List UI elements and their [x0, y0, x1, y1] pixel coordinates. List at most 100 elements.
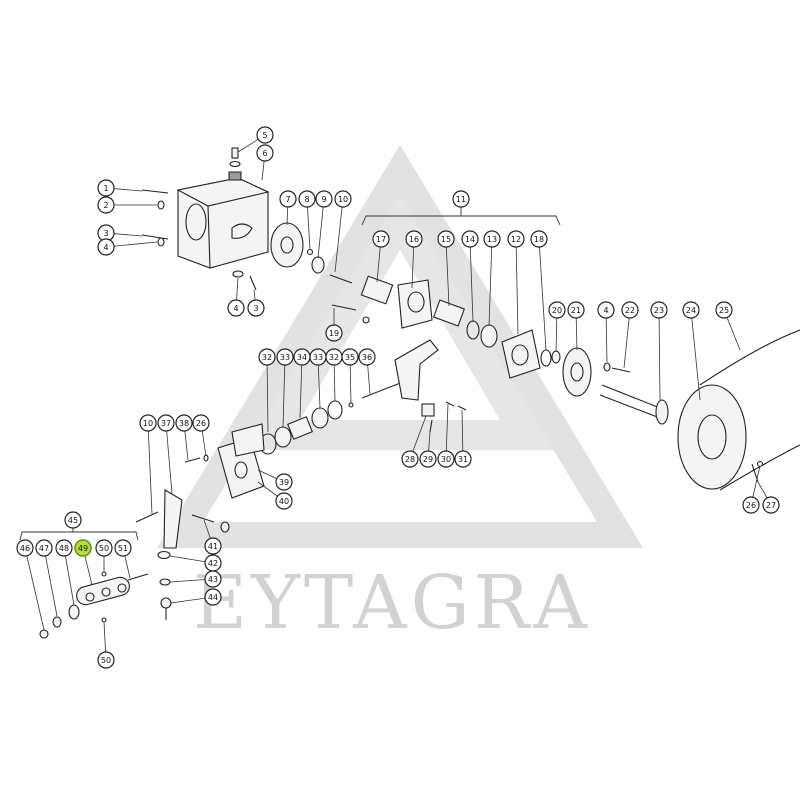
- callout-circle: [97, 179, 115, 197]
- callout-number: 19: [329, 329, 339, 338]
- bearing-flange-21-hole: [570, 362, 584, 382]
- callout-37: 37: [157, 414, 175, 432]
- flange-assembly: [270, 222, 353, 284]
- callout-circle: [256, 126, 274, 144]
- bearing-34: [287, 416, 313, 440]
- callout-number: 26: [196, 419, 206, 428]
- callout-25: 25: [715, 301, 733, 319]
- bolt-22: [611, 367, 631, 373]
- chain-roller-b: [101, 587, 111, 597]
- callout-circle: [114, 539, 132, 557]
- housing-bore: [185, 203, 207, 241]
- callout-6: 6: [256, 144, 274, 162]
- callout-number: 10: [338, 195, 348, 204]
- callout-17: 17: [372, 230, 390, 248]
- washer-33b: [311, 407, 329, 429]
- callout-circle: [256, 144, 274, 162]
- bearing-block: [217, 423, 265, 499]
- callout-1: 1: [97, 179, 115, 197]
- callout-circle: [258, 348, 276, 366]
- callout-number: 37: [161, 419, 171, 428]
- callout-number: 30: [441, 455, 451, 464]
- bolt-41: [191, 514, 215, 523]
- callout-4: 4: [597, 301, 615, 319]
- callout-39: 39: [275, 473, 293, 491]
- lever-37: [163, 489, 183, 549]
- cover-12-hole: [511, 344, 529, 366]
- callout-42: 42: [204, 554, 222, 572]
- callout-number: 6: [262, 149, 267, 158]
- leader-line-23: [658, 309, 661, 401]
- callout-circle: [315, 190, 333, 208]
- chain-roller-a: [85, 592, 95, 602]
- callout-number: 3: [253, 304, 258, 313]
- washer-4b: [232, 270, 244, 278]
- callout-circle: [358, 348, 376, 366]
- callout-number: 32: [329, 353, 339, 362]
- callout-30: 30: [437, 450, 455, 468]
- pulley-24-hub: [697, 414, 727, 460]
- callout-4: 4: [97, 238, 115, 256]
- ball-44: [160, 597, 172, 609]
- callout-number: 3: [103, 229, 108, 238]
- top-washer: [229, 160, 241, 168]
- callout-3: 3: [247, 299, 265, 317]
- callout-number: 25: [719, 306, 729, 315]
- callout-circle: [175, 414, 193, 432]
- leader-line-34: [299, 356, 303, 419]
- callout-41: 41: [204, 537, 222, 555]
- key-8: [306, 248, 314, 256]
- callout-number: 10: [143, 419, 153, 428]
- shaft-23-collar: [655, 399, 669, 425]
- callout-number: 41: [208, 542, 218, 551]
- callout-51: 51: [114, 539, 132, 557]
- callout-number: 12: [511, 235, 521, 244]
- washer-47: [52, 616, 62, 628]
- callout-circle: [682, 301, 700, 319]
- callout-number: 51: [118, 544, 128, 553]
- leader-line-33: [282, 356, 286, 429]
- washer-4c: [603, 362, 611, 372]
- callout-33: 33: [309, 348, 327, 366]
- callout-circle: [597, 301, 615, 319]
- left-bolts: [141, 189, 257, 291]
- callout-circle: [247, 299, 265, 317]
- washer-43: [159, 578, 171, 586]
- callout-32: 32: [325, 348, 343, 366]
- callout-circle: [204, 570, 222, 588]
- callout-circle: [139, 414, 157, 432]
- callout-number: 1: [103, 184, 108, 193]
- callout-38: 38: [175, 414, 193, 432]
- callout-36: 36: [358, 348, 376, 366]
- callout-circle: [276, 348, 294, 366]
- callout-32: 32: [258, 348, 276, 366]
- callout-number: 36: [362, 353, 372, 362]
- callout-circle: [419, 450, 437, 468]
- callout-number: 34: [297, 353, 307, 362]
- leader-line-4: [605, 309, 608, 363]
- bushing-28: [421, 403, 435, 417]
- callout-15: 15: [437, 230, 455, 248]
- callout-circle: [35, 539, 53, 557]
- callout-circle: [275, 492, 293, 510]
- callout-number: 35: [345, 353, 355, 362]
- callout-number: 11: [456, 195, 466, 204]
- bushing-9: [311, 256, 325, 274]
- callout-circle: [64, 511, 82, 529]
- callout-4: 4: [227, 299, 245, 317]
- leader-line-18: [538, 238, 547, 351]
- leader-line-47: [43, 547, 58, 617]
- callout-circle: [227, 299, 245, 317]
- bolt-38: [184, 457, 201, 463]
- callout-50: 50: [97, 651, 115, 669]
- callout-26: 26: [742, 496, 760, 514]
- callout-number: 49: [78, 544, 88, 553]
- pulley-assembly: [551, 329, 800, 491]
- callout-48: 48: [55, 539, 73, 557]
- callout-number: 27: [766, 501, 776, 510]
- leader-line-15: [445, 238, 450, 307]
- pin-10: [329, 274, 353, 284]
- callout-circle: [483, 230, 501, 248]
